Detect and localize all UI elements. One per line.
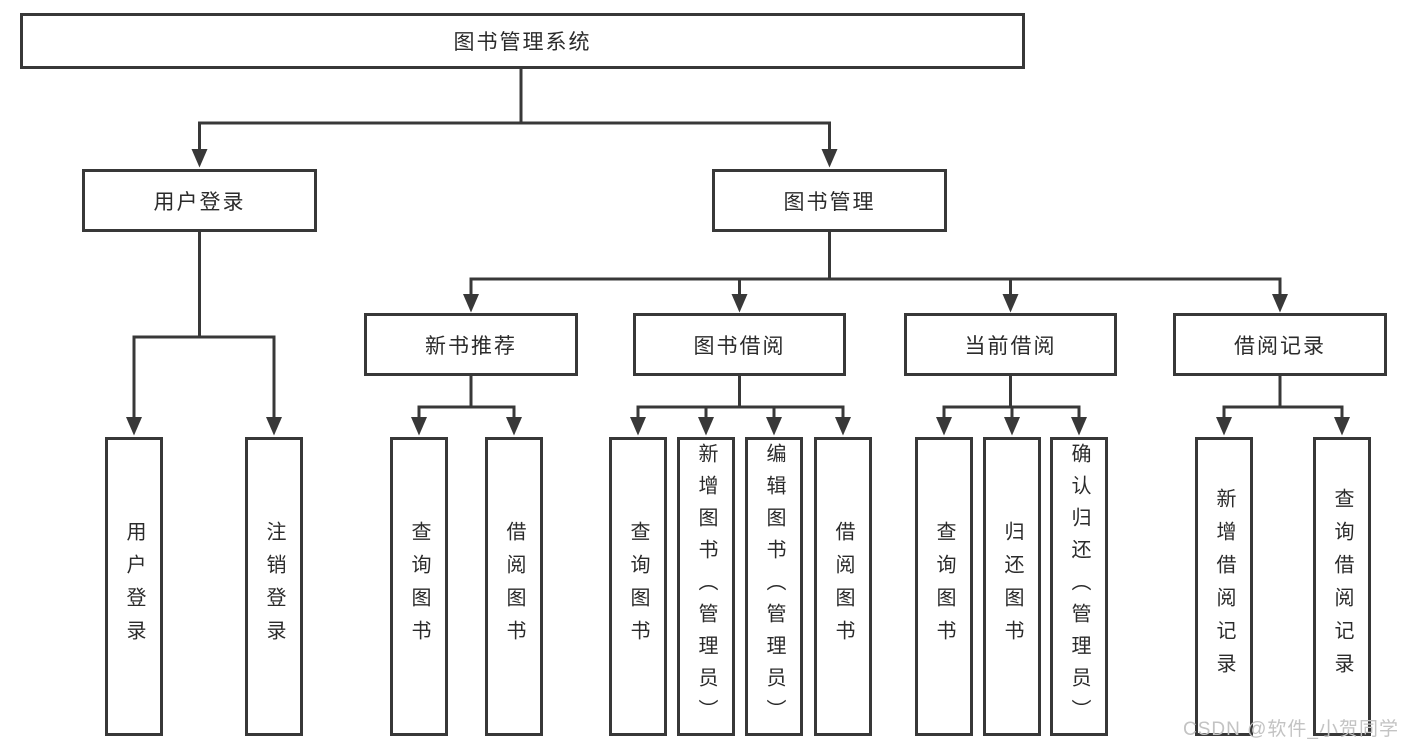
connector-newrec-to-leaves (417, 376, 516, 418)
node-book-management: 图书管理 (712, 169, 947, 232)
leaf-borrow-books-borrowing: 借阅图书 (814, 437, 872, 736)
leaf-label: 用户登录 (123, 520, 145, 653)
node-label: 图书借阅 (693, 334, 786, 358)
leaf-query-books-borrowing: 查询图书 (609, 437, 667, 736)
leaf-user-login: 用户登录 (105, 437, 163, 736)
leaf-label: 查询图书 (408, 520, 430, 653)
leaf-label: 注销登录 (263, 520, 285, 653)
arrowheads-level3 (463, 294, 1288, 313)
node-user-login: 用户登录 (82, 169, 317, 232)
leaf-label: 编辑图书（管理员） (763, 442, 785, 731)
node-new-book-recommendation: 新书推荐 (364, 313, 578, 376)
leaf-query-borrow-record: 查询借阅记录 (1313, 437, 1371, 736)
leaf-label: 借阅图书 (832, 520, 854, 653)
arrowheads-record-leaves (1216, 417, 1350, 436)
leaf-add-borrow-record: 新增借阅记录 (1195, 437, 1253, 736)
node-label: 当前借阅 (964, 334, 1057, 358)
node-label: 图书管理系统 (453, 31, 592, 54)
arrowheads-current-leaves (936, 417, 1087, 436)
connector-record-to-leaves (1222, 376, 1344, 418)
leaf-edit-books-admin: 编辑图书（管理员） (745, 437, 803, 736)
leaf-query-books-current: 查询图书 (915, 437, 973, 736)
leaf-borrow-books-newrec: 借阅图书 (485, 437, 543, 736)
leaf-add-books-admin: 新增图书（管理员） (677, 437, 735, 736)
node-current-borrowing: 当前借阅 (904, 313, 1117, 376)
node-borrowing-records: 借阅记录 (1173, 313, 1387, 376)
node-label: 用户登录 (153, 190, 246, 214)
arrowheads-userlogin-leaves (126, 417, 282, 436)
leaf-label: 确认归还（管理员） (1068, 442, 1090, 731)
leaf-confirm-return-admin: 确认归还（管理员） (1050, 437, 1108, 736)
leaf-label: 查询借阅记录 (1331, 487, 1353, 686)
arrowheads-level2 (191, 149, 838, 168)
arrowheads-borrow-leaves (630, 417, 851, 436)
leaf-label: 查询图书 (933, 520, 955, 653)
leaf-return-books: 归还图书 (983, 437, 1041, 736)
arrowheads-newrec-leaves (411, 417, 522, 436)
connector-userlogin-to-leaves (132, 232, 276, 418)
leaf-label: 新增图书（管理员） (695, 442, 717, 731)
node-label: 图书管理 (783, 190, 876, 214)
leaf-label: 新增借阅记录 (1213, 487, 1235, 686)
csdn-watermark: CSDN @软件_小贺同学 (1183, 719, 1399, 740)
node-book-borrowing: 图书借阅 (633, 313, 846, 376)
node-label: 新书推荐 (425, 334, 517, 358)
connector-bookmgmt-to-level3 (469, 232, 1282, 295)
node-book-management-system: 图书管理系统 (20, 13, 1025, 69)
connector-current-to-leaves (942, 376, 1081, 418)
leaf-label: 查询图书 (627, 520, 649, 653)
connector-root-to-level2 (198, 69, 831, 150)
leaf-logout: 注销登录 (245, 437, 303, 736)
connector-borrow-to-leaves (636, 376, 845, 418)
leaf-label: 归还图书 (1001, 520, 1023, 653)
node-label: 借阅记录 (1234, 334, 1326, 358)
leaf-label: 借阅图书 (503, 520, 525, 653)
leaf-query-books-newrec: 查询图书 (390, 437, 448, 736)
